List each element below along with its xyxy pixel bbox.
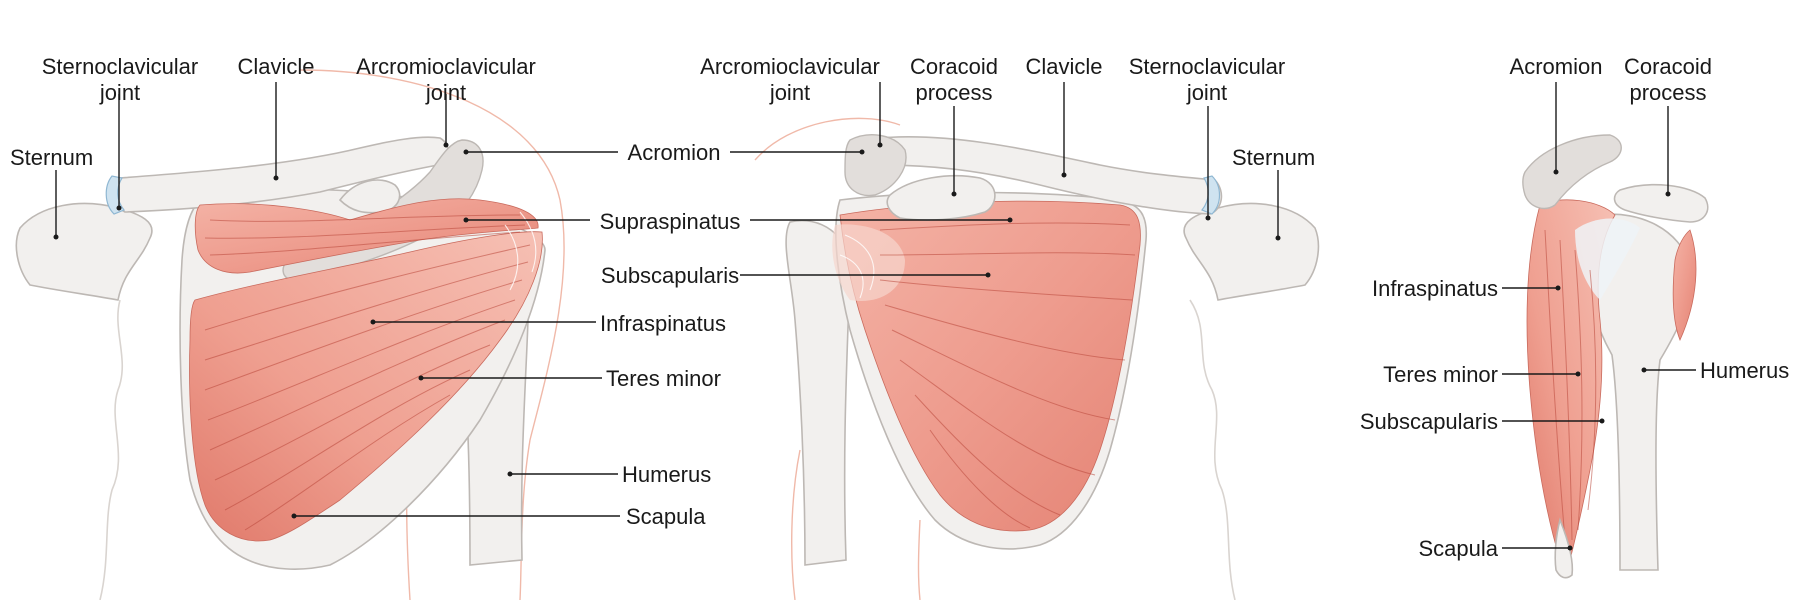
subscapularis-tendon-anterior xyxy=(832,224,905,301)
sternum-bone-posterior xyxy=(15,202,153,301)
sternum-bone-anterior xyxy=(1183,202,1320,301)
labels: Sternoclavicular joint Clavicle Arcromio… xyxy=(10,54,1789,561)
label-sternum-anterior: Sternum xyxy=(1232,145,1315,170)
marker-infraspinatus-posterior xyxy=(370,319,376,325)
label-sternum-posterior: Sternum xyxy=(10,145,93,170)
anterior-skin-outline xyxy=(754,117,921,601)
label-subscapularis-lateral: Subscapularis xyxy=(1360,409,1498,434)
marker-sternum-posterior xyxy=(53,234,59,240)
marker-subscapularis-anterior xyxy=(985,272,991,278)
torso-outline-anterior xyxy=(1189,299,1236,601)
label-sternoclavicular-line1-anterior: Sternoclavicular xyxy=(1129,54,1286,79)
marker-teres-minor-posterior xyxy=(418,375,424,381)
marker-sternoclavicular-posterior xyxy=(116,205,122,211)
label-acromioclavicular-line2-posterior: joint xyxy=(425,80,466,105)
label-coracoid-line1-lateral: Coracoid xyxy=(1624,54,1712,79)
marker-supraspinatus-anterior xyxy=(1007,217,1013,223)
sternoclavicular-cartilage-anterior xyxy=(1201,175,1221,215)
marker-supraspinatus-posterior xyxy=(463,217,469,223)
torso-outline-posterior xyxy=(99,299,124,601)
acromion-bone-lateral xyxy=(1522,134,1622,210)
posterior-deltoid-edge-lateral xyxy=(1672,229,1697,342)
label-humerus-lateral: Humerus xyxy=(1700,358,1789,383)
marker-scapula-posterior xyxy=(291,513,297,519)
label-clavicle-anterior: Clavicle xyxy=(1025,54,1102,79)
shoulder-skin-outline xyxy=(299,69,565,601)
marker-coracoid-anterior xyxy=(951,191,957,197)
leader-lines xyxy=(53,82,1696,551)
label-sternoclavicular-line2-posterior: joint xyxy=(99,80,140,105)
label-acromioclavicular-line1-anterior: Arcromioclavicular xyxy=(700,54,880,79)
label-subscapularis-center: Subscapularis xyxy=(601,263,739,288)
label-coracoid-line2-anterior: process xyxy=(915,80,992,105)
supraspinatus-muscle-posterior xyxy=(194,198,539,274)
marker-coracoid-lateral xyxy=(1665,191,1671,197)
infraspinatus-muscle-posterior xyxy=(189,231,543,542)
label-scapula-lateral: Scapula xyxy=(1418,536,1498,561)
marker-subscapularis-lateral xyxy=(1599,418,1605,424)
marker-clavicle-anterior xyxy=(1061,172,1067,178)
posterior-view xyxy=(15,69,565,601)
label-coracoid-line2-lateral: process xyxy=(1629,80,1706,105)
marker-acromion-anterior xyxy=(859,149,865,155)
label-supraspinatus-center: Supraspinatus xyxy=(600,209,741,234)
label-humerus-posterior: Humerus xyxy=(622,462,711,487)
marker-sternoclavicular-anterior xyxy=(1205,215,1211,221)
label-clavicle-posterior: Clavicle xyxy=(237,54,314,79)
label-scapula-posterior: Scapula xyxy=(626,504,706,529)
marker-scapula-lateral xyxy=(1567,545,1573,551)
marker-acromioclavicular-posterior xyxy=(443,142,449,148)
label-acromion-center: Acromion xyxy=(628,140,721,165)
label-teres-minor-lateral: Teres minor xyxy=(1383,362,1498,387)
marker-humerus-posterior xyxy=(507,471,513,477)
label-infraspinatus-lateral: Infraspinatus xyxy=(1372,276,1498,301)
posterior-muscle-fibers xyxy=(204,211,537,531)
label-teres-minor-posterior: Teres minor xyxy=(606,366,721,391)
acromion-bone-anterior xyxy=(844,134,907,197)
marker-infraspinatus-lateral xyxy=(1555,285,1561,291)
marker-acromion-posterior xyxy=(463,149,469,155)
label-acromion-lateral: Acromion xyxy=(1510,54,1603,79)
lateral-view xyxy=(1522,134,1709,579)
label-sternoclavicular-line1-posterior: Sternoclavicular xyxy=(42,54,199,79)
marker-clavicle-posterior xyxy=(273,175,279,181)
marker-sternum-anterior xyxy=(1275,235,1281,241)
coracoid-process-lateral xyxy=(1613,183,1709,223)
label-acromioclavicular-line2-anterior: joint xyxy=(769,80,810,105)
anterior-muscle-fibers xyxy=(839,222,1136,529)
marker-teres-minor-lateral xyxy=(1575,371,1581,377)
marker-humerus-lateral xyxy=(1641,367,1647,373)
label-infraspinatus-posterior: Infraspinatus xyxy=(600,311,726,336)
coracoid-process-anterior xyxy=(886,175,996,221)
anterior-view xyxy=(754,117,1320,601)
marker-acromioclavicular-anterior xyxy=(877,142,883,148)
label-acromioclavicular-line1-posterior: Arcromioclavicular xyxy=(356,54,536,79)
marker-acromion-lateral xyxy=(1553,169,1559,175)
label-sternoclavicular-line2-anterior: joint xyxy=(1186,80,1227,105)
coracoid-shadow-posterior xyxy=(338,179,401,214)
label-coracoid-line1-anterior: Coracoid xyxy=(910,54,998,79)
